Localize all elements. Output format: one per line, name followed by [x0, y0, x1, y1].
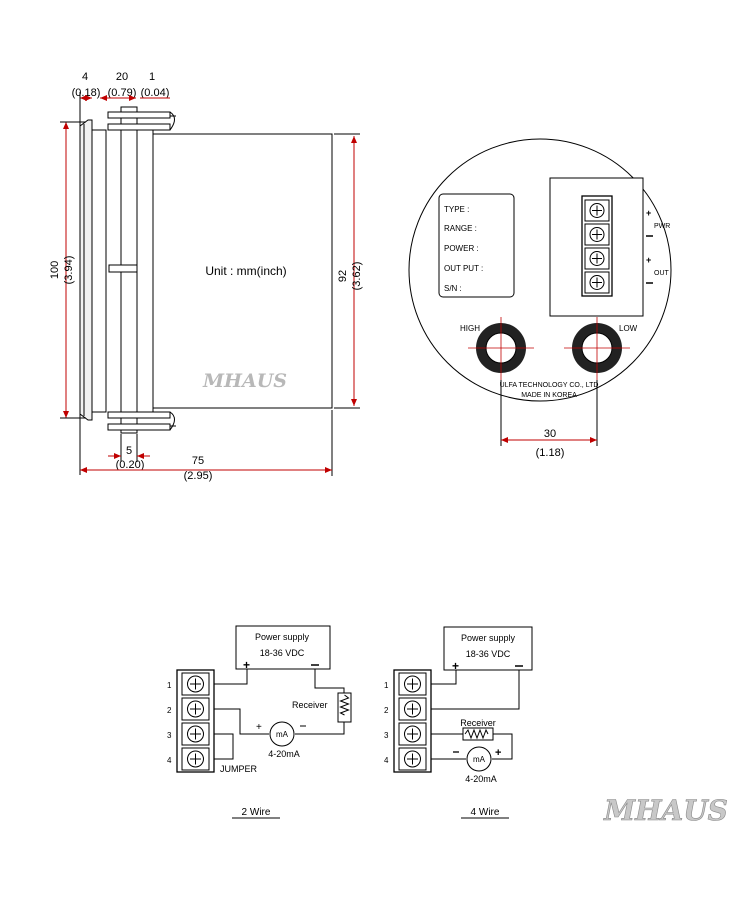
- terminal-2-4wire: 2: [384, 706, 389, 715]
- caption-2wire: 2 Wire: [242, 807, 271, 818]
- terminal-4-4wire: 4: [384, 756, 389, 765]
- dim-5-inch: (0.20): [116, 459, 145, 471]
- svg-text:+: +: [646, 208, 651, 218]
- meter-label-2wire: mA: [276, 730, 289, 739]
- svg-text:+: +: [243, 658, 250, 672]
- dim-4-inch: (0.18): [72, 87, 101, 99]
- terminal-screws-2wire: [181, 672, 210, 771]
- dim-4-mm: 4: [82, 71, 88, 83]
- power-supply-box-4wire: [443, 626, 533, 671]
- dim-20-inch: (0.79): [108, 87, 137, 99]
- label-type: TYPE :: [444, 205, 469, 214]
- low-adjust-knob: [564, 317, 630, 380]
- case-body: [152, 133, 333, 409]
- terminal-1-4wire: 1: [384, 681, 389, 690]
- dim-20-mm: 20: [116, 71, 128, 83]
- dim-92-inch: (3.62): [351, 262, 363, 291]
- svg-text:+: +: [452, 659, 459, 673]
- power-supply-label-4wire: Power supply: [461, 633, 516, 643]
- terminal-screws-4wire: [398, 672, 427, 771]
- receiver-label-4wire: Receiver: [460, 718, 496, 728]
- dim-30-inch: (1.18): [536, 447, 565, 459]
- terminal-screws-rear: [584, 199, 610, 294]
- label-sn: S/N :: [444, 284, 462, 293]
- terminal-4-2wire: 4: [167, 756, 172, 765]
- dim-100-mm: 100: [49, 261, 61, 279]
- current-label-4wire: 4-20mA: [465, 774, 497, 784]
- terminal-1-2wire: 1: [167, 681, 172, 690]
- power-supply-box-2wire: [235, 625, 331, 670]
- mhaus-watermark-small: MHAUS: [202, 370, 287, 392]
- wiring-4wire: Power supply 18-36 VDC + 1 2 3 4 Receive…: [384, 626, 533, 819]
- terminal-3-2wire: 3: [167, 731, 172, 740]
- receiver-resistor-2wire: [337, 692, 352, 723]
- mhaus-watermark: MHAUS: [603, 794, 728, 827]
- high-label: HIGH: [460, 324, 480, 333]
- meter-label-4wire: mA: [473, 755, 486, 764]
- ammeter-4wire: [466, 746, 492, 772]
- dim-1-inch: (0.04): [141, 87, 170, 99]
- receiver-label-2wire: Receiver: [292, 700, 328, 710]
- label-range: RANGE :: [444, 224, 477, 233]
- voltage-label-4wire: 18-36 VDC: [466, 649, 511, 659]
- svg-text:+: +: [646, 255, 651, 265]
- current-label-2wire: 4-20mA: [268, 749, 300, 759]
- dim-100-inch: (3.94): [63, 256, 75, 285]
- caption-4wire: 4 Wire: [471, 807, 500, 818]
- svg-text:+: +: [495, 747, 501, 759]
- made-in-label: MADE IN KOREA: [521, 392, 577, 399]
- nameplate: [438, 193, 515, 298]
- maker-label: ULFA TECHNOLOGY CO., LTD: [500, 382, 599, 389]
- terminal-2-2wire: 2: [167, 706, 172, 715]
- svg-text:+: +: [256, 722, 262, 733]
- jumper-label: JUMPER: [220, 764, 258, 774]
- dim-5-mm: 5: [126, 445, 132, 457]
- front-bezel: [79, 119, 93, 421]
- terminal-3-4wire: 3: [384, 731, 389, 740]
- wiring-2wire: Power supply 18-36 VDC + 1 2 3 4 Receive…: [167, 625, 352, 819]
- low-label: LOW: [619, 324, 638, 333]
- dim-75-inch: (2.95): [184, 470, 213, 482]
- dim-30-mm: 30: [544, 428, 556, 440]
- power-supply-label-2wire: Power supply: [255, 632, 310, 642]
- side-view: 4 (0.18) 20 (0.79) 1 (0.04) Unit : mm(in…: [49, 71, 363, 482]
- dim-75-mm: 75: [192, 455, 204, 467]
- pwr-label: PWR: [654, 223, 670, 230]
- label-power: POWER :: [444, 244, 479, 253]
- ammeter-2wire: [269, 721, 295, 747]
- dim-1-mm: 1: [149, 71, 155, 83]
- label-output: OUT PUT :: [444, 264, 483, 273]
- unit-label: Unit : mm(inch): [205, 264, 286, 278]
- dim-92-mm: 92: [337, 270, 349, 282]
- out-label: OUT: [654, 270, 670, 277]
- rear-view: TYPE : RANGE : POWER : OUT PUT : S/N : +…: [408, 138, 672, 459]
- voltage-label-2wire: 18-36 VDC: [260, 648, 305, 658]
- high-adjust-knob: [468, 317, 534, 380]
